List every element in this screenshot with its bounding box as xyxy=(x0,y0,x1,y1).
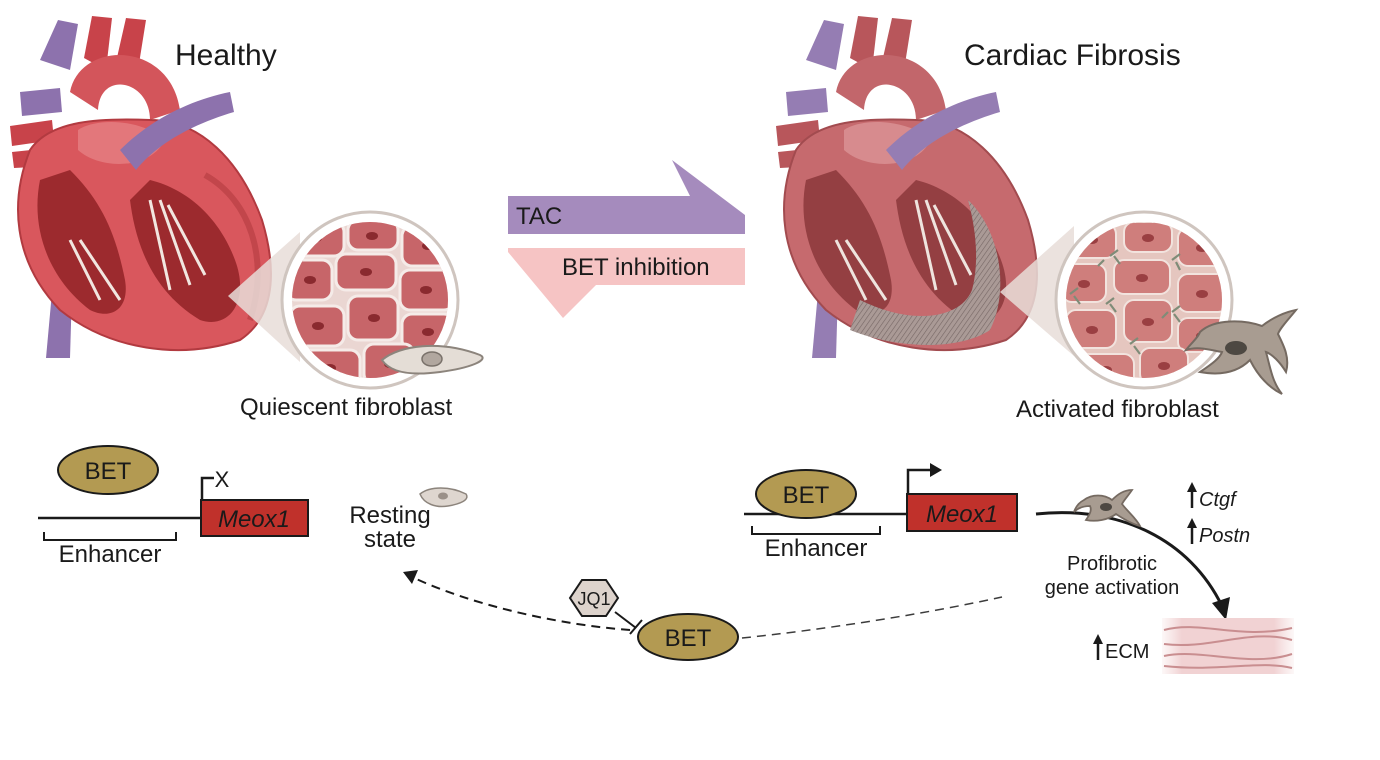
healthy-zoom-cone xyxy=(228,232,300,362)
ecm-fibers xyxy=(1162,618,1294,674)
left-meox1-gene xyxy=(200,499,309,537)
activated-fibroblast-icon xyxy=(1183,308,1299,395)
left-tss-arrow-stem xyxy=(200,476,214,500)
healthy-heart-illustration xyxy=(10,16,272,358)
inhibited-bet-protein xyxy=(637,613,739,661)
jq1-label: JQ1 xyxy=(577,589,610,609)
left-bet-label: BET xyxy=(85,458,132,485)
profibrotic-line1: Profibrotic xyxy=(1067,553,1157,575)
postn-label: Postn xyxy=(1199,525,1250,547)
left-meox1-label: Meox1 xyxy=(218,506,290,533)
postn-up-arrow xyxy=(1187,518,1197,544)
right-bet-protein xyxy=(755,469,857,519)
cardiac-fibrosis-title: Cardiac Fibrosis xyxy=(964,39,1181,72)
blocked-transcription-mark: X xyxy=(215,467,230,492)
right-bet-label: BET xyxy=(783,482,830,509)
profibrotic-activation-arrowhead xyxy=(1212,597,1230,620)
right-enhancer-bracket xyxy=(751,526,881,535)
left-gene-model: BET Enhancer X Meox1 xyxy=(38,445,309,568)
resting-state-line1: Resting xyxy=(349,502,430,529)
jq1-inhibition-line xyxy=(614,611,643,635)
activated-tissue-circle xyxy=(1054,210,1234,390)
inhibited-bet-label: BET xyxy=(665,625,712,652)
fibrotic-zoom-cone xyxy=(1000,226,1074,356)
bet-to-fibrosis-dashed-line xyxy=(741,596,1003,639)
resting-state-line2: state xyxy=(364,526,416,553)
activating-fibroblast-icon xyxy=(1073,489,1142,528)
tac-label: TAC xyxy=(516,203,562,230)
tac-arrow xyxy=(508,160,745,234)
left-bet-protein xyxy=(57,445,159,495)
activated-fibroblast-label: Activated fibroblast xyxy=(1016,396,1219,423)
fibrotic-heart-illustration xyxy=(776,16,1038,358)
bet-inhibition-label: BET inhibition xyxy=(562,254,710,281)
left-enhancer-bracket xyxy=(43,532,177,541)
quiescent-fibroblast-label: Quiescent fibroblast xyxy=(240,394,452,421)
healthy-title: Healthy xyxy=(175,39,277,72)
right-gene-model: BET Enhancer Meox1 xyxy=(744,463,1018,562)
right-meox1-label: Meox1 xyxy=(926,501,998,528)
ecm-up-arrow xyxy=(1093,634,1103,660)
bet-inhibition-arrow xyxy=(508,248,745,318)
quiescent-tissue-circle xyxy=(280,210,460,390)
reversal-dashed-arrow xyxy=(409,575,631,631)
ecm-label: ECM xyxy=(1105,641,1149,663)
ctgf-label: Ctgf xyxy=(1199,489,1238,511)
reversal-arrowhead xyxy=(403,570,418,584)
profibrotic-activation-arrow xyxy=(1035,511,1224,607)
profibrotic-line2: gene activation xyxy=(1045,577,1180,599)
jq1-hexagon xyxy=(568,579,620,617)
ctgf-up-arrow xyxy=(1187,482,1197,508)
right-meox1-gene xyxy=(906,493,1018,532)
right-enhancer-label: Enhancer xyxy=(765,535,868,562)
quiescent-fibroblast-icon xyxy=(380,345,484,375)
left-enhancer-label: Enhancer xyxy=(59,541,162,568)
right-tss-arrowhead xyxy=(930,463,942,477)
right-tss-arrow xyxy=(906,468,934,494)
resting-fibroblast-icon xyxy=(419,487,468,508)
